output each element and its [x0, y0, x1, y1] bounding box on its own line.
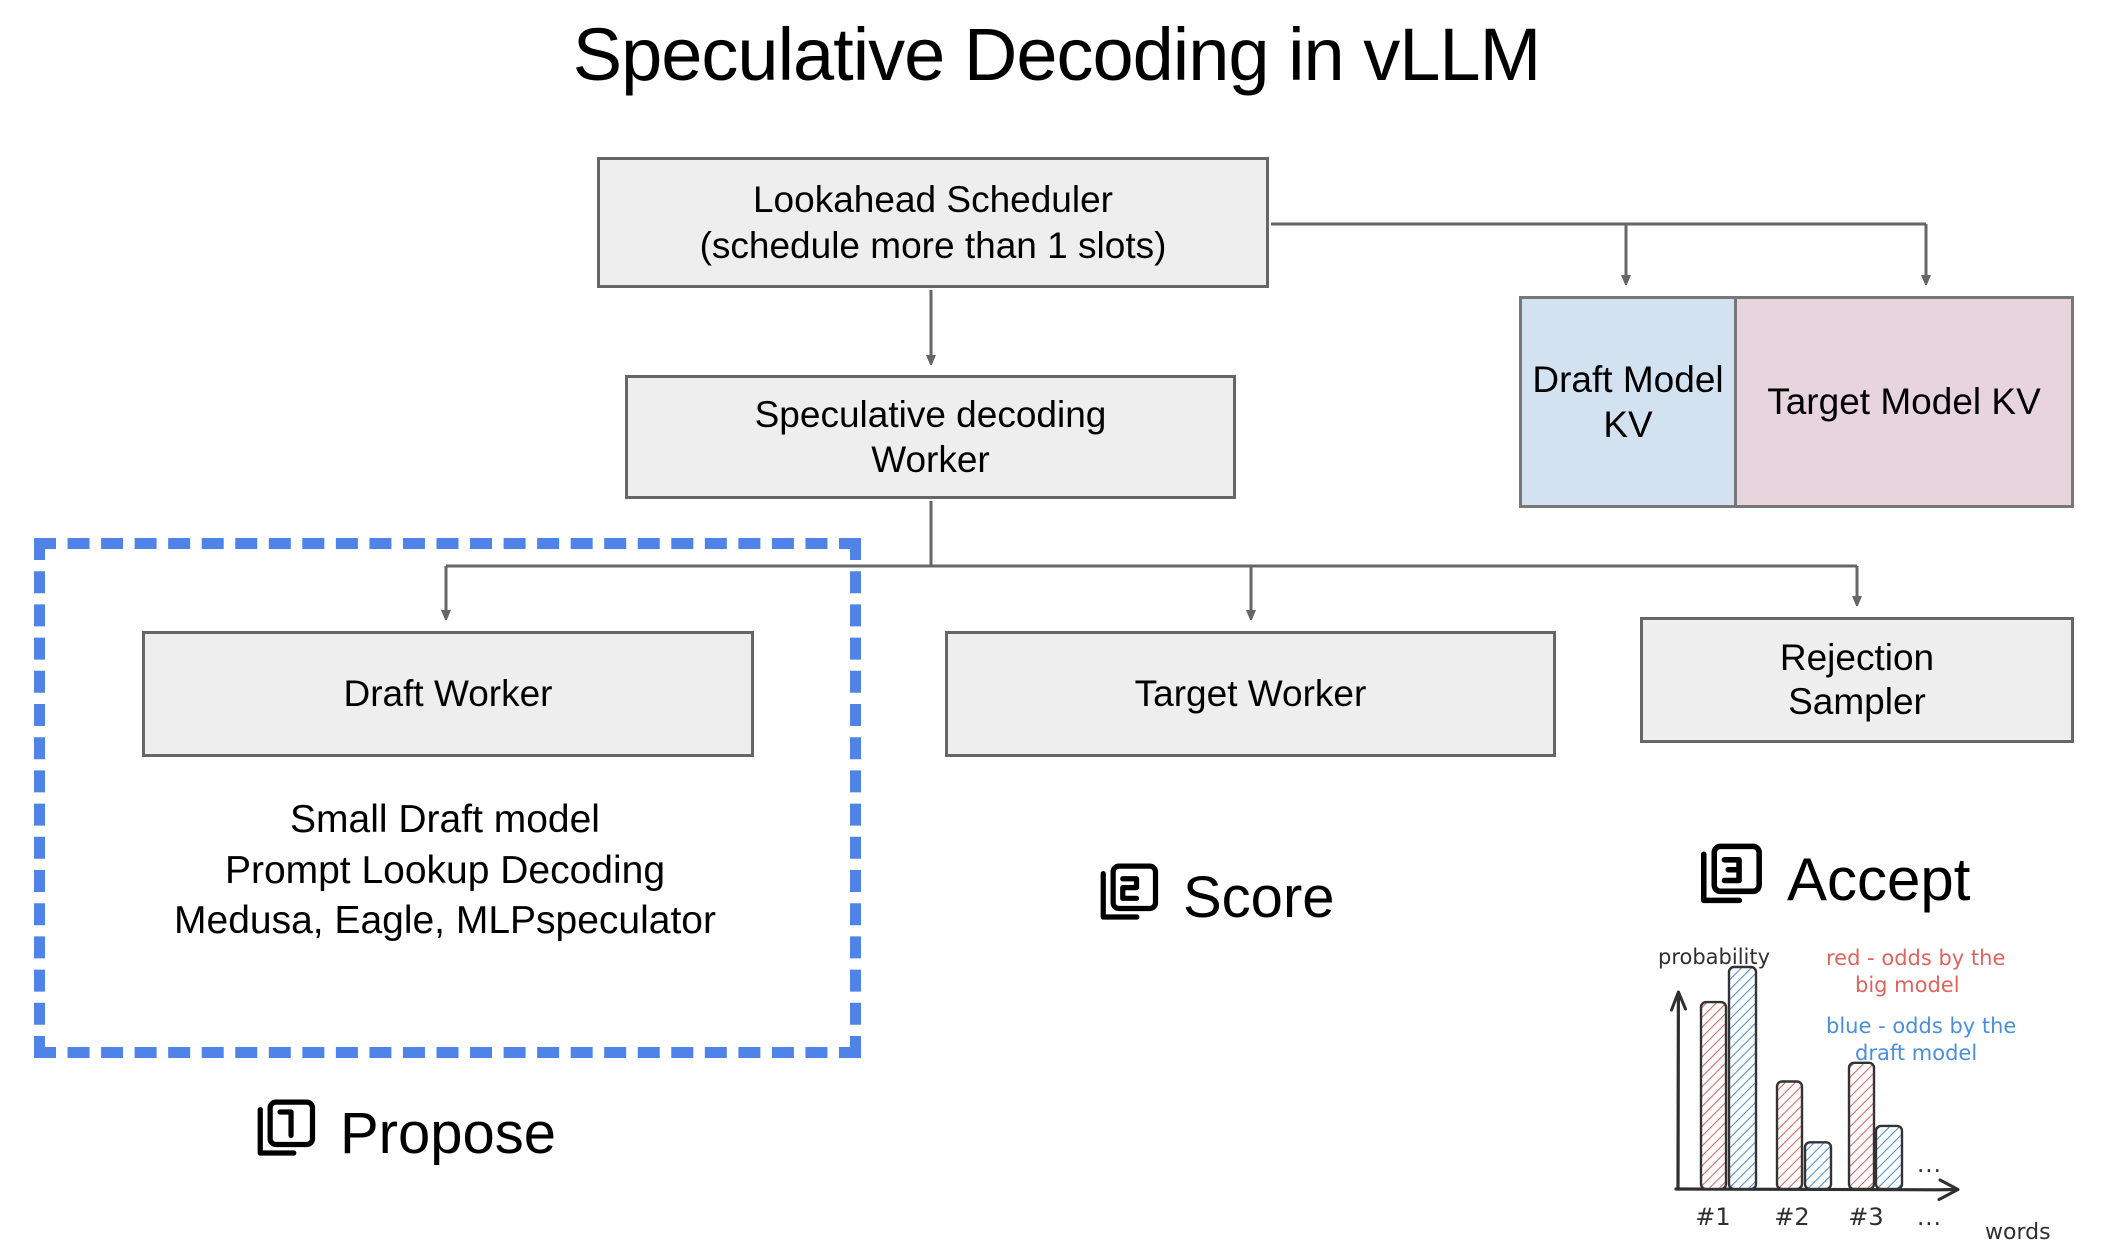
chart-x-axis — [1674, 1187, 1958, 1192]
chart-bar-red-1 — [1699, 1000, 1728, 1191]
chart-bar-blue-3 — [1874, 1124, 1904, 1191]
step-3-icon — [1695, 842, 1765, 917]
node-draft-model-kv[interactable]: Draft Model KV — [1522, 299, 1737, 505]
step-3-label: Accept — [1787, 846, 1971, 913]
draft-worker-label: Draft Worker — [343, 673, 553, 715]
target-kv-line-2: KV — [1991, 381, 2041, 423]
chart-xtick-3: #3 — [1848, 1203, 1883, 1231]
chart-ylabel: probability — [1658, 945, 1770, 969]
node-speculative-decoding-worker[interactable]: Speculative decoding Worker — [625, 375, 1236, 499]
chart-annotation-lower: ... — [1917, 1205, 1942, 1231]
step-1-icon — [252, 1098, 318, 1169]
spec-worker-line-1: Speculative decoding — [754, 393, 1107, 435]
scheduler-line-1: Lookahead Scheduler — [752, 179, 1113, 221]
draft-worker-details: Small Draft model Prompt Lookup Decoding… — [40, 795, 850, 947]
chart-xtick-1: #1 — [1695, 1203, 1730, 1231]
target-worker-label: Target Worker — [1134, 673, 1367, 715]
chart-bar-blue-2 — [1803, 1141, 1833, 1191]
step-badge-propose: Propose — [252, 1098, 556, 1169]
chart-bar-red-3 — [1847, 1061, 1876, 1191]
node-target-model-kv[interactable]: Target Model KV — [1737, 299, 2071, 505]
target-kv-line-1: Target Model — [1767, 381, 1982, 423]
draft-detail-1: Small Draft model — [290, 798, 600, 841]
chart-xlabel-text: words — [1985, 1220, 2051, 1245]
chart-annotation-upper: ... — [1917, 1152, 1942, 1178]
step-2-label: Score — [1183, 865, 1335, 930]
node-rejection-sampler[interactable]: Rejection Sampler — [1640, 617, 2074, 743]
chart-legend-red-line1: red - odds by the — [1826, 946, 2005, 970]
rejection-line-1: Rejection — [1779, 637, 1935, 679]
rejection-line-2: Sampler — [1788, 681, 1926, 722]
page-title: Speculative Decoding in vLLM — [572, 13, 1541, 96]
chart-legend-red-line2: big model — [1855, 973, 1960, 997]
node-lookahead-scheduler[interactable]: Lookahead Scheduler (schedule more than … — [597, 157, 1269, 288]
chart-legend-blue-line1: blue - odds by the — [1826, 1014, 2016, 1038]
kv-cache-group: Draft Model KV Target Model KV — [1519, 296, 2074, 508]
scheduler-line-2: (schedule more than 1 slots) — [699, 224, 1167, 266]
chart-bar-red-2 — [1775, 1080, 1804, 1191]
chart-legend-blue-line2: draft model — [1855, 1041, 1977, 1065]
node-target-worker[interactable]: Target Worker — [945, 631, 1556, 757]
draft-detail-3: Medusa, Eagle, MLPspeculator — [174, 899, 716, 943]
chart-bar-blue-1 — [1727, 965, 1758, 1191]
step-badge-accept: Accept — [1695, 842, 1970, 917]
probability-chart: probability ... ... #1 #2 #3 words — [1640, 940, 2113, 1247]
chart-xtick-2: #2 — [1774, 1203, 1809, 1231]
draft-kv-line-3: KV — [1603, 404, 1653, 445]
step-badge-score: Score — [1095, 862, 1335, 933]
node-draft-worker[interactable]: Draft Worker — [142, 631, 754, 757]
draft-kv-line-1: Draft — [1532, 358, 1613, 400]
spec-worker-line-2: Worker — [871, 439, 990, 480]
draft-detail-2: Prompt Lookup Decoding — [224, 848, 666, 892]
step-2-icon — [1095, 862, 1161, 933]
draft-kv-line-2: Model — [1622, 358, 1724, 400]
step-1-label: Propose — [340, 1101, 557, 1166]
